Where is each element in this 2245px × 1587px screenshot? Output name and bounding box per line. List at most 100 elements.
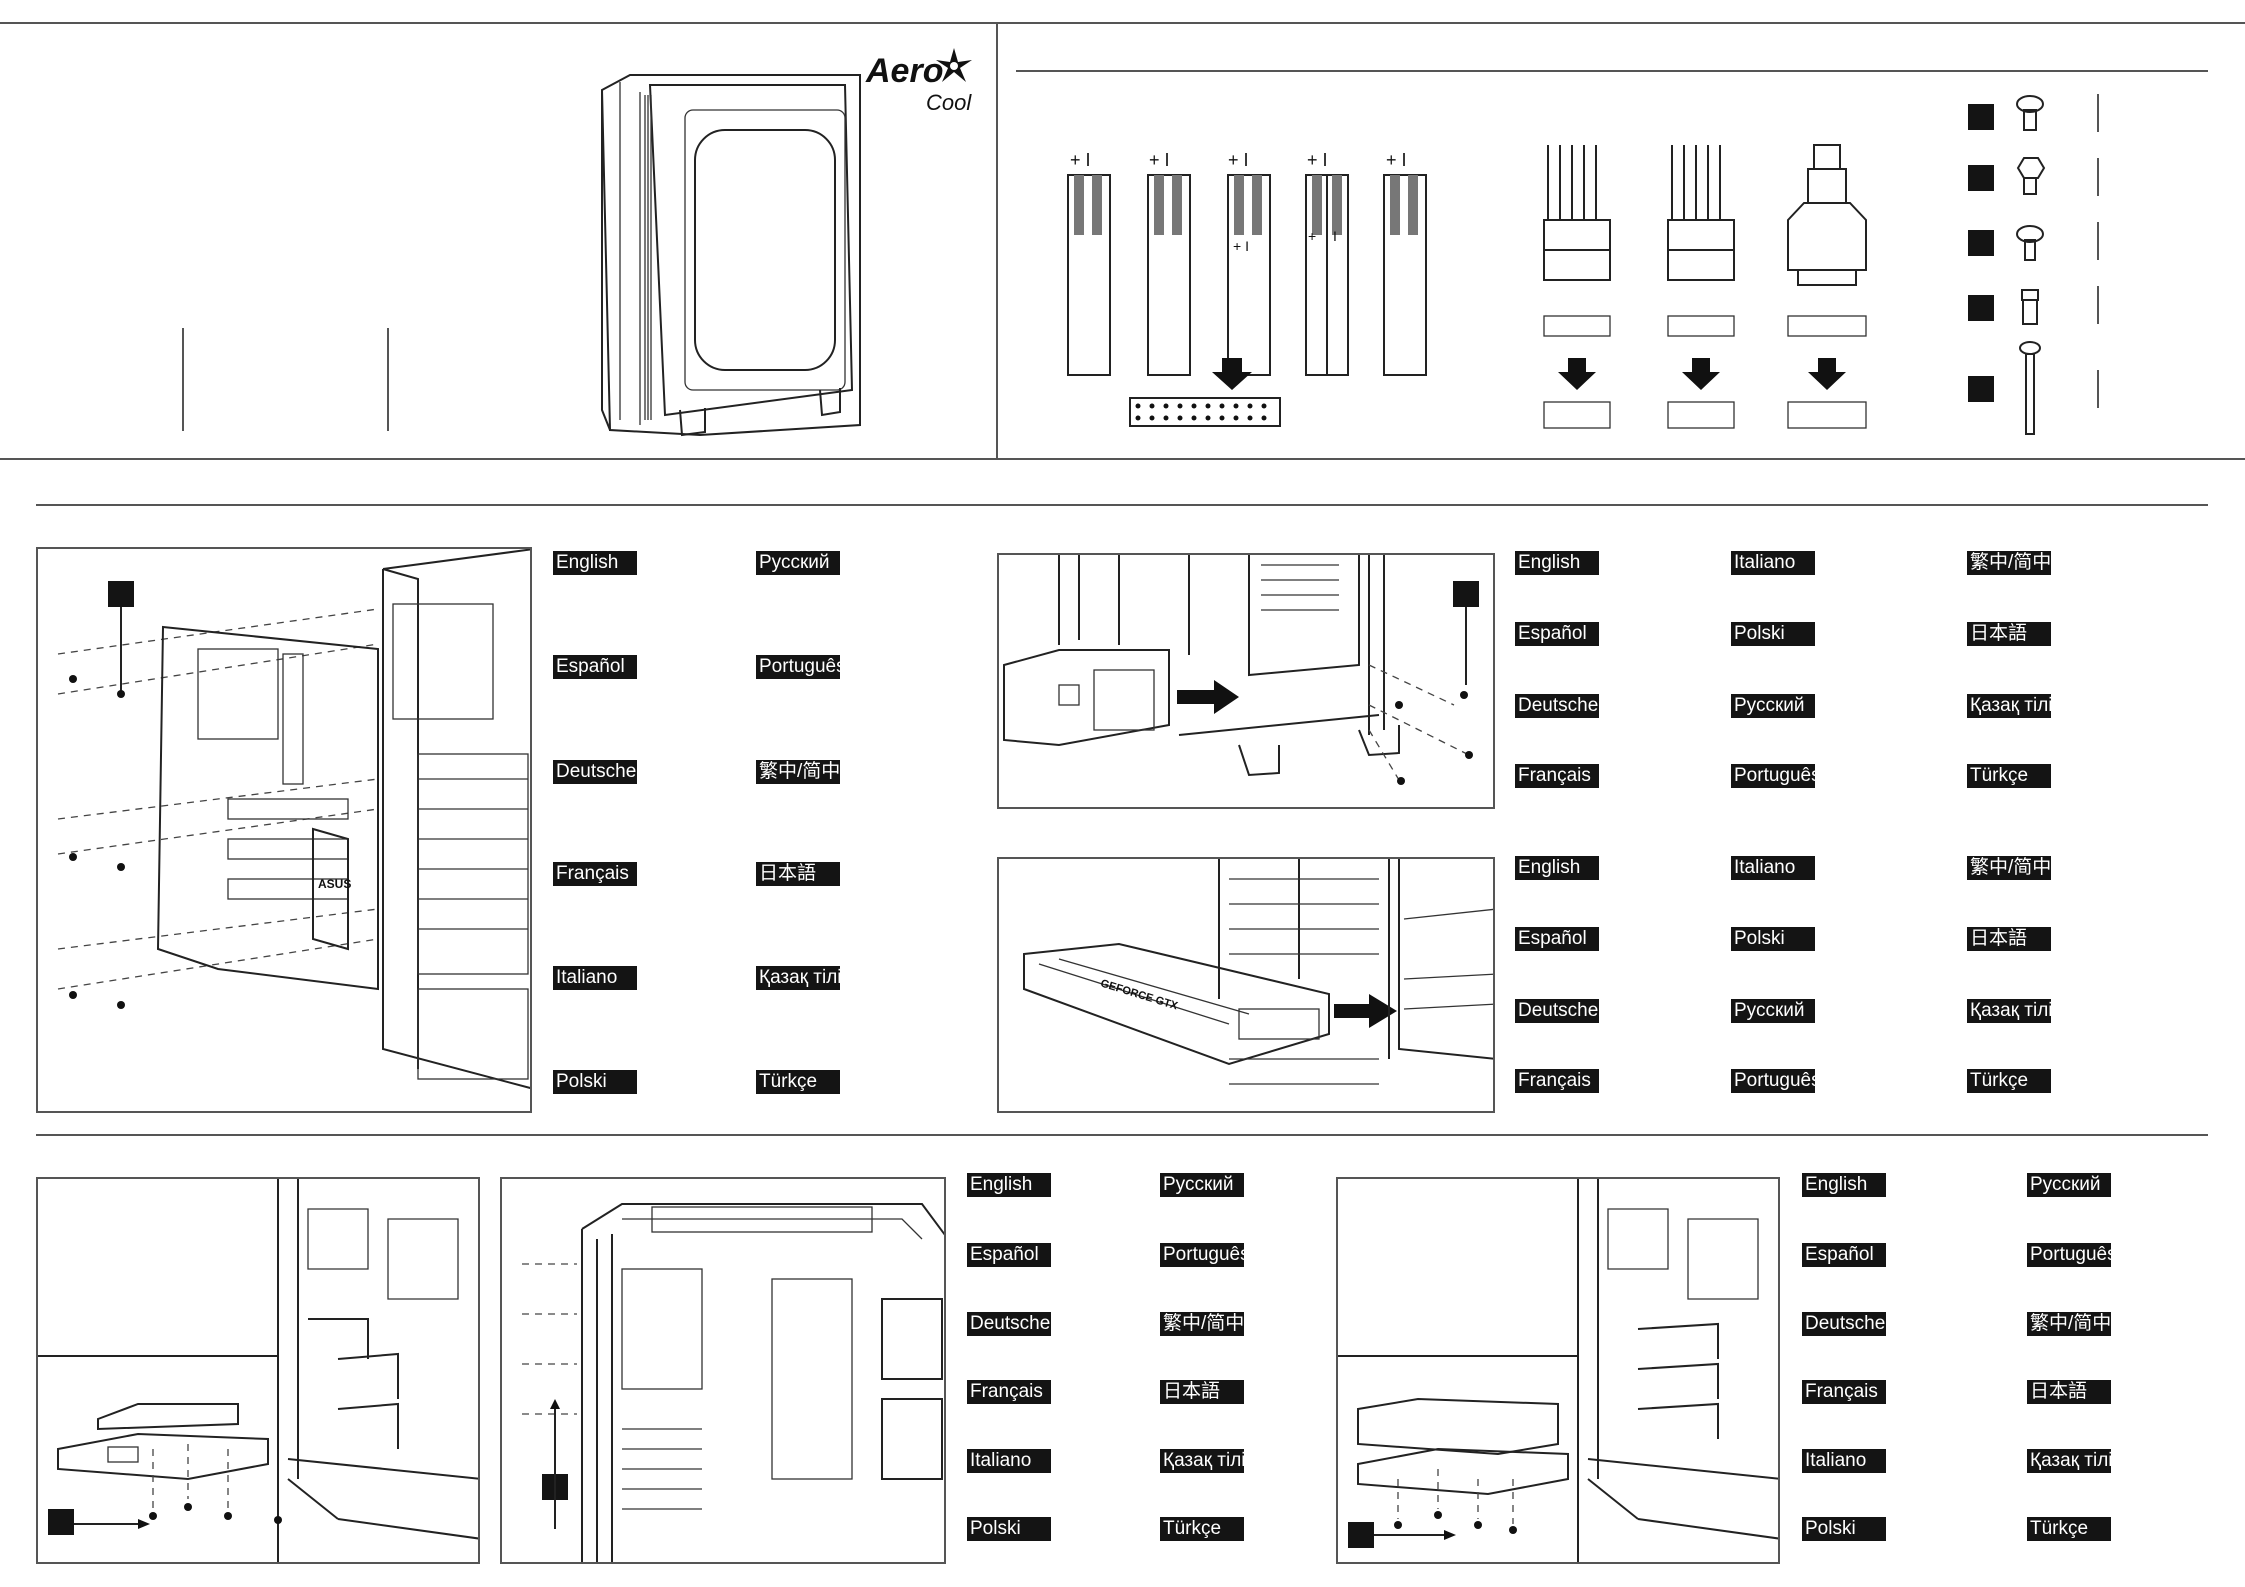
- mb-lang-japanese: 日本語: [756, 862, 840, 886]
- hdd-lang-italiano: Italiano: [1802, 1449, 1886, 1473]
- pin-label-1: + I: [1070, 150, 1091, 170]
- accessories-rule: [1016, 70, 2208, 72]
- hdd-lang-espanol: Español: [1802, 1243, 1886, 1267]
- usb-audio-connectors: [1543, 144, 1867, 429]
- gpu-illustration: [1023, 859, 1493, 1085]
- hdd-lang-english: English: [1802, 1173, 1886, 1197]
- ssd-lang-russian: Русский: [1160, 1173, 1244, 1197]
- hdd-lang-deutsche: Deutsche: [1802, 1312, 1886, 1336]
- gpu-install-panel: GEFORCE GTX: [997, 857, 1495, 1113]
- gpu-lang-italiano: Italiano: [1731, 856, 1815, 880]
- section-rule-1: [36, 504, 2208, 506]
- fifth-connector: [1383, 174, 1427, 376]
- hdd-lang-turkce: Türkçe: [2027, 1517, 2111, 1541]
- gpu-lang-portugues: Português: [1731, 1069, 1815, 1093]
- ssd-lang-polski: Polski: [967, 1517, 1051, 1541]
- ssd-lang-deutsche: Deutsche: [967, 1312, 1051, 1336]
- accessory-qty-line-b: [2097, 158, 2099, 196]
- gpu-lang-francais: Français: [1515, 1069, 1599, 1093]
- ssd-lang-kazakh: Қазақ тілі: [1160, 1449, 1244, 1473]
- accessory-label-d: [1968, 295, 1994, 321]
- psu-lang-francais: Français: [1515, 764, 1599, 788]
- hdd-lang-chinese: 繁中/简中: [2027, 1312, 2111, 1336]
- mb-lang-polski: Polski: [553, 1070, 637, 1094]
- motherboard-install-panel: ASUS: [36, 547, 532, 1113]
- ssd-lang-japanese: 日本語: [1160, 1380, 1244, 1404]
- front-panel-connectors: [1067, 174, 1349, 427]
- brand-name-aero: Aero: [866, 52, 944, 90]
- ssd-lang-italiano: Italiano: [967, 1449, 1051, 1473]
- pin-label-4b-plus: +: [1308, 228, 1317, 244]
- mb-lang-francais: Français: [553, 862, 637, 886]
- mb-lang-portugues: Português: [756, 655, 840, 679]
- top-border: [0, 22, 2245, 24]
- drive-cage-panel: [500, 1177, 946, 1564]
- gpu-lang-espanol: Español: [1515, 927, 1599, 951]
- cover-divider-1: [182, 328, 184, 431]
- psu-lang-turkce: Türkçe: [1967, 764, 2051, 788]
- accessory-label-e: [1968, 376, 1994, 402]
- psu-lang-espanol: Español: [1515, 622, 1599, 646]
- step-marker: [1453, 581, 1479, 607]
- accessory-qty-line-d: [2097, 286, 2099, 324]
- mb-lang-espanol: Español: [553, 655, 637, 679]
- motherboard-illustration: [57, 549, 530, 1089]
- motherboard-brand-label: ASUS: [318, 877, 352, 891]
- gpu-lang-russian: Русский: [1731, 999, 1815, 1023]
- hdd-lang-polski: Polski: [1802, 1517, 1886, 1541]
- psu-lang-english: English: [1515, 551, 1599, 575]
- ssd-install-panel: [36, 1177, 480, 1564]
- mb-lang-deutsche: Deutsche: [553, 760, 637, 784]
- section-rule-2: [36, 1134, 2208, 1136]
- psu-lang-russian: Русский: [1731, 694, 1815, 718]
- gpu-lang-english: English: [1515, 856, 1599, 880]
- accessory-qty-line-a: [2097, 94, 2099, 132]
- hdd-lang-russian: Русский: [2027, 1173, 2111, 1197]
- accessory-label-a: [1968, 104, 1994, 130]
- brand-logo: Aero Cool: [866, 48, 986, 122]
- pin-label-3b: + I: [1233, 238, 1249, 254]
- psu-lang-japanese: 日本語: [1967, 622, 2051, 646]
- pin-label-5: + I: [1386, 150, 1407, 170]
- pin-label-3: + I: [1228, 150, 1249, 170]
- gpu-lang-chinese: 繁中/简中: [1967, 856, 2051, 880]
- accessory-qty-line-c: [2097, 222, 2099, 260]
- hdd-lang-francais: Français: [1802, 1380, 1886, 1404]
- psu-lang-deutsche: Deutsche: [1515, 694, 1599, 718]
- hdd-illustration: [1338, 1179, 1778, 1562]
- ssd-lang-portugues: Português: [1160, 1243, 1244, 1267]
- psu-install-panel: [997, 553, 1495, 809]
- fan-logo-icon: [936, 48, 972, 82]
- mb-lang-turkce: Türkçe: [756, 1070, 840, 1094]
- psu-lang-chinese: 繁中/简中: [1967, 551, 2051, 575]
- accessory-label-c: [1968, 230, 1994, 256]
- mb-lang-kazakh: Қазақ тілі: [756, 966, 840, 990]
- case-cover-illustration: [600, 74, 861, 437]
- step-marker: [48, 1509, 74, 1535]
- accessory-qty-line-e: [2097, 370, 2099, 408]
- pin-label-2: + I: [1149, 150, 1170, 170]
- cover-divider-2: [387, 328, 389, 431]
- brand-name-cool: Cool: [926, 90, 972, 115]
- pin-label-4: + I: [1307, 150, 1328, 170]
- psu-lang-polski: Polski: [1731, 622, 1815, 646]
- mb-lang-english: English: [553, 551, 637, 575]
- psu-illustration: [1003, 555, 1473, 785]
- pin-label-4b-minus: I: [1333, 228, 1337, 244]
- hdd-install-panel: [1336, 1177, 1780, 1564]
- gpu-lang-polski: Polski: [1731, 927, 1815, 951]
- gpu-lang-japanese: 日本語: [1967, 927, 2051, 951]
- step-marker: [108, 581, 134, 607]
- ssd-lang-chinese: 繁中/简中: [1160, 1312, 1244, 1336]
- ssd-lang-english: English: [967, 1173, 1051, 1197]
- psu-lang-portugues: Português: [1731, 764, 1815, 788]
- ssd-illustration: [38, 1179, 478, 1562]
- hdd-lang-portugues: Português: [2027, 1243, 2111, 1267]
- header-divider: [996, 22, 998, 458]
- case-open-illustration: [522, 1203, 944, 1562]
- psu-lang-italiano: Italiano: [1731, 551, 1815, 575]
- mb-lang-italiano: Italiano: [553, 966, 637, 990]
- ssd-lang-espanol: Español: [967, 1243, 1051, 1267]
- ssd-lang-francais: Français: [967, 1380, 1051, 1404]
- step-marker: [1348, 1522, 1374, 1548]
